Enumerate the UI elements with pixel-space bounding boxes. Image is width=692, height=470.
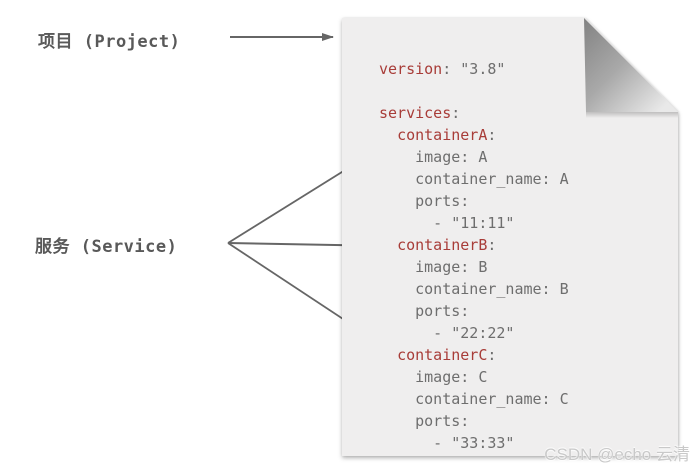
- service-label: 服务 (Service): [35, 237, 178, 257]
- code-line: services:: [379, 104, 461, 122]
- code-line: containerA:: [397, 126, 497, 144]
- code-line: container_name: C: [379, 390, 569, 408]
- code-line: - "22:22": [379, 324, 515, 342]
- code-line: ports:: [379, 192, 470, 210]
- code-line: [379, 80, 569, 102]
- yaml-key: version: [379, 60, 443, 78]
- project-label: 项目 (Project): [38, 32, 181, 52]
- code-line: container_name: B: [379, 280, 569, 298]
- yaml-key: containerA: [397, 126, 488, 144]
- code-line: containerB:: [397, 236, 497, 254]
- code-line: version: "3.8": [379, 60, 506, 78]
- yaml-key: services: [379, 104, 452, 122]
- watermark: CSDN @echo 云清: [544, 445, 690, 464]
- code-line: containerC:: [397, 346, 497, 364]
- code-line: ports:: [379, 302, 470, 320]
- code-line: image: A: [379, 148, 488, 166]
- code-line: ports:: [379, 412, 470, 430]
- code-line: image: C: [379, 368, 488, 386]
- yaml-code: version: "3.8" services: containerA: ima…: [379, 58, 569, 454]
- compose-file-document: version: "3.8" services: containerA: ima…: [342, 18, 678, 456]
- code-line: container_name: A: [379, 170, 569, 188]
- code-line: image: B: [379, 258, 488, 276]
- code-line: - "33:33": [379, 434, 515, 452]
- code-line: - "11:11": [379, 214, 515, 232]
- yaml-key: containerC: [397, 346, 488, 364]
- yaml-key: containerB: [397, 236, 488, 254]
- folded-corner-shadow: [586, 112, 678, 118]
